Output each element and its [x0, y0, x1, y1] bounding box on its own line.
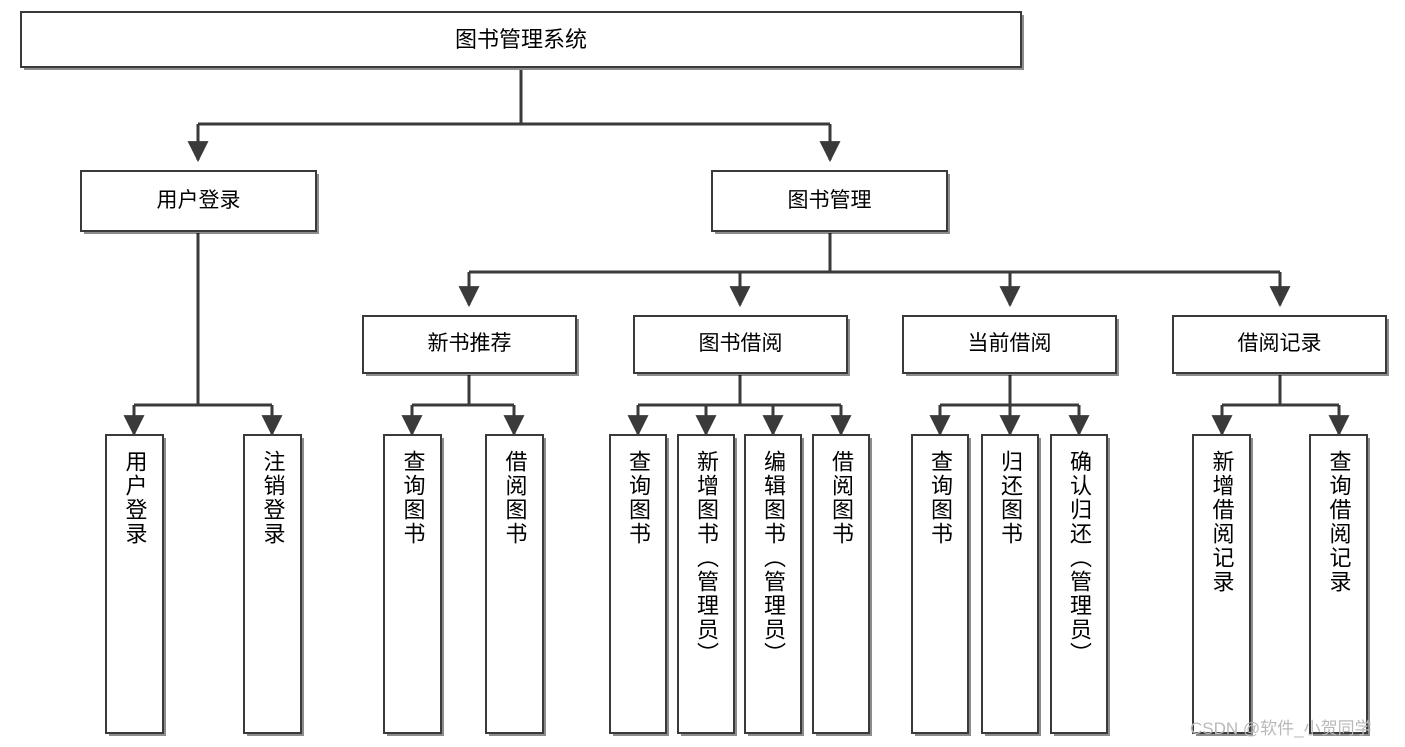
- leaf-borrow-book-1-label: 借阅图书: [502, 450, 528, 546]
- leaf-query-book-3-label: 查询图书: [928, 450, 953, 546]
- node-current-borrow[interactable]: 当前借阅: [902, 315, 1117, 374]
- leaf-edit-book[interactable]: 编辑图书（管理员）: [744, 434, 802, 734]
- leaf-add-record-label: 新增借阅记录: [1209, 450, 1235, 594]
- leaf-query-record[interactable]: 查询借阅记录: [1309, 434, 1368, 734]
- node-borrow-record-label: 借阅记录: [1237, 332, 1322, 356]
- leaf-borrow-book-2[interactable]: 借阅图书: [812, 434, 870, 734]
- node-borrow-record[interactable]: 借阅记录: [1172, 315, 1387, 374]
- node-user-login[interactable]: 用户登录: [80, 170, 317, 232]
- node-root[interactable]: 图书管理系统: [20, 11, 1022, 68]
- node-book-manage[interactable]: 图书管理: [711, 170, 948, 232]
- node-new-book-recommend[interactable]: 新书推荐: [362, 315, 577, 374]
- leaf-confirm-return[interactable]: 确认归还（管理员）: [1050, 434, 1108, 734]
- leaf-edit-book-label: 编辑图书（管理员）: [761, 450, 786, 666]
- node-book-borrow-label: 图书借阅: [698, 332, 783, 356]
- leaf-return-book-label: 归还图书: [998, 450, 1023, 546]
- leaf-add-book-label: 新增图书（管理员）: [694, 450, 719, 666]
- leaf-query-book-1[interactable]: 查询图书: [383, 434, 442, 734]
- leaf-borrow-book-1[interactable]: 借阅图书: [485, 434, 544, 734]
- leaf-confirm-return-label: 确认归还（管理员）: [1067, 450, 1092, 666]
- leaf-add-book[interactable]: 新增图书（管理员）: [677, 434, 735, 734]
- node-book-manage-label: 图书管理: [787, 188, 872, 212]
- leaf-user-login-label: 用户登录: [122, 450, 148, 546]
- leaf-query-book-2-label: 查询图书: [626, 450, 651, 546]
- leaf-query-book-1-label: 查询图书: [400, 450, 426, 546]
- node-user-login-label: 用户登录: [156, 188, 241, 212]
- node-book-borrow[interactable]: 图书借阅: [633, 315, 848, 374]
- node-root-label: 图书管理系统: [454, 26, 587, 52]
- leaf-query-record-label: 查询借阅记录: [1326, 450, 1352, 594]
- leaf-return-book[interactable]: 归还图书: [981, 434, 1039, 734]
- leaf-borrow-book-2-label: 借阅图书: [829, 450, 854, 546]
- node-new-book-recommend-label: 新书推荐: [427, 332, 512, 356]
- leaf-user-login[interactable]: 用户登录: [105, 434, 164, 734]
- leaf-logout-login[interactable]: 注销登录: [243, 434, 302, 734]
- leaf-add-record[interactable]: 新增借阅记录: [1192, 434, 1251, 734]
- node-current-borrow-label: 当前借阅: [967, 332, 1052, 356]
- leaf-logout-login-label: 注销登录: [260, 450, 286, 546]
- leaf-query-book-2[interactable]: 查询图书: [609, 434, 667, 734]
- leaf-query-book-3[interactable]: 查询图书: [911, 434, 969, 734]
